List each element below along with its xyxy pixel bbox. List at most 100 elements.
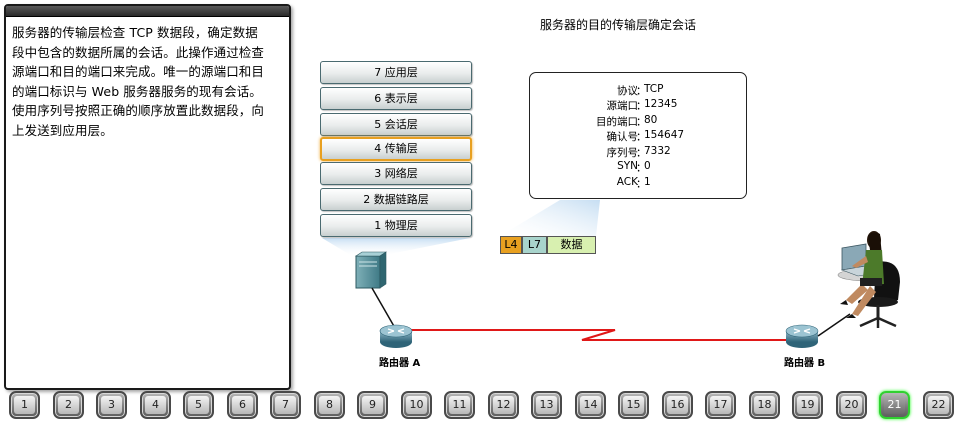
info-colon: ： — [636, 131, 647, 143]
info-row-ack-number: 确认号 ： 154647 — [530, 129, 748, 144]
step-button-17[interactable]: 17 — [705, 391, 736, 419]
info-colon: ： — [636, 147, 647, 159]
step-button-8[interactable]: 8 — [314, 391, 345, 419]
info-value: 0 — [644, 160, 651, 172]
step-button-2[interactable]: 2 — [53, 391, 84, 419]
step-button-3[interactable]: 3 — [96, 391, 127, 419]
server-icon — [355, 251, 387, 289]
info-row-source-port: 源端口 ： 12345 — [530, 98, 748, 113]
info-row-protocol: 协议 ： TCP — [530, 83, 748, 98]
diagram-title: 服务器的目的传输层确定会话 — [540, 18, 697, 32]
step-button-label: 4 — [145, 396, 166, 414]
step-button-10[interactable]: 10 — [401, 391, 432, 419]
step-button-9[interactable]: 9 — [357, 391, 388, 419]
panel-line: 的端口标识与 Web 服务器服务的现有会话。 — [12, 83, 262, 99]
osi-layer-5: 5 会话层 — [320, 113, 472, 136]
info-key: 源端口 — [606, 100, 639, 112]
step-button-5[interactable]: 5 — [183, 391, 214, 419]
step-button-label: 14 — [580, 396, 601, 414]
step-button-label: 10 — [406, 396, 427, 414]
panel-line: 源端口和目的端口来完成。唯一的源端口和目 — [12, 64, 265, 79]
panel-header — [6, 6, 289, 17]
user-icon — [837, 231, 900, 328]
step-button-18[interactable]: 18 — [749, 391, 780, 419]
info-colon: ： — [636, 85, 647, 97]
step-button-label: 2 — [58, 396, 79, 414]
osi-layer-4: 4 传输层 — [320, 137, 472, 161]
osi-layer-2: 2 数据链路层 — [320, 188, 472, 211]
router-a-icon — [379, 324, 413, 348]
step-button-label: 17 — [710, 396, 731, 414]
step-button-4[interactable]: 4 — [140, 391, 171, 419]
step-button-label: 22 — [928, 396, 949, 414]
panel-line: 服务器的传输层检查 TCP 数据段，确定数据 — [12, 25, 258, 40]
step-button-label: 3 — [101, 396, 122, 414]
router-b-icon — [785, 324, 819, 348]
step-button-label: 12 — [493, 396, 514, 414]
router-a-label: 路由器 A — [379, 358, 421, 369]
segment-info-box: 协议 ： TCP 源端口 ： 12345 目的端口 ： 80 确认号 ： 154… — [529, 72, 747, 199]
osi-layer-6: 6 表示层 — [320, 87, 472, 110]
osi-layer-3: 3 网络层 — [320, 162, 472, 185]
stack-beam — [322, 238, 470, 256]
osi-layer-7: 7 应用层 — [320, 61, 472, 84]
info-value: 154647 — [644, 129, 685, 141]
info-row-sequence-number: 序列号 ： 7332 — [530, 145, 748, 160]
panel-line: 使用序列号按照正确的顺序放置此数据段，向 — [12, 103, 265, 118]
info-row-dest-port: 目的端口 ： 80 — [530, 114, 748, 129]
step-button-label: 21 — [884, 396, 905, 414]
panel-text: 服务器的传输层检查 TCP 数据段，确定数据 段中包含的数据所属的会话。此操作通… — [6, 17, 289, 140]
step-button-1[interactable]: 1 — [9, 391, 40, 419]
step-button-15[interactable]: 15 — [618, 391, 649, 419]
step-button-label: 9 — [362, 396, 383, 414]
step-button-6[interactable]: 6 — [227, 391, 258, 419]
step-button-16[interactable]: 16 — [662, 391, 693, 419]
user-link — [817, 313, 851, 337]
step-button-19[interactable]: 19 — [792, 391, 823, 419]
info-row-ack: ACK ： 1 — [530, 176, 748, 191]
step-button-label: 16 — [667, 396, 688, 414]
step-button-12[interactable]: 12 — [488, 391, 519, 419]
step-button-label: 13 — [536, 396, 557, 414]
step-button-11[interactable]: 11 — [444, 391, 475, 419]
info-key: 序列号 — [606, 147, 639, 159]
info-value: TCP — [644, 83, 664, 95]
info-key: 目的端口 — [596, 116, 638, 128]
osi-layer-1: 1 物理层 — [320, 214, 472, 237]
info-row-syn: SYN ： 0 — [530, 160, 748, 175]
segment-l7: L7 — [522, 236, 547, 254]
info-colon: ： — [636, 116, 647, 128]
info-key: ACK — [616, 176, 638, 188]
info-value: 80 — [644, 114, 658, 126]
segment-data: 数据 — [547, 236, 596, 254]
info-value: 12345 — [644, 98, 678, 110]
step-button-22[interactable]: 22 — [923, 391, 954, 419]
info-colon: ： — [636, 162, 647, 174]
step-button-label: 7 — [275, 396, 296, 414]
info-colon: ： — [636, 178, 647, 190]
panel-line: 段中包含的数据所属的会话。此操作通过检查 — [12, 44, 265, 60]
info-beam — [500, 200, 600, 236]
step-button-label: 5 — [188, 396, 209, 414]
router-b-label: 路由器 B — [784, 358, 826, 369]
info-key: 确认号 — [606, 131, 639, 143]
step-button-label: 20 — [841, 396, 862, 414]
info-value: 1 — [644, 176, 651, 188]
step-button-label: 8 — [319, 396, 340, 414]
step-button-14[interactable]: 14 — [575, 391, 606, 419]
step-button-13[interactable]: 13 — [531, 391, 562, 419]
info-colon: ： — [636, 100, 647, 112]
text-panel: 服务器的传输层检查 TCP 数据段，确定数据 段中包含的数据所属的会话。此操作通… — [4, 4, 291, 390]
step-button-label: 1 — [14, 396, 35, 414]
step-button-label: 15 — [623, 396, 644, 414]
step-button-label: 18 — [754, 396, 775, 414]
wan-link — [408, 329, 790, 341]
panel-line: 上发送到应用层。 — [12, 122, 113, 138]
segment-l4: L4 — [500, 236, 522, 254]
step-button-20[interactable]: 20 — [836, 391, 867, 419]
info-key: SYN — [617, 160, 638, 172]
step-button-7[interactable]: 7 — [270, 391, 301, 419]
step-button-label: 19 — [797, 396, 818, 414]
step-button-21[interactable]: 21 — [879, 391, 910, 419]
